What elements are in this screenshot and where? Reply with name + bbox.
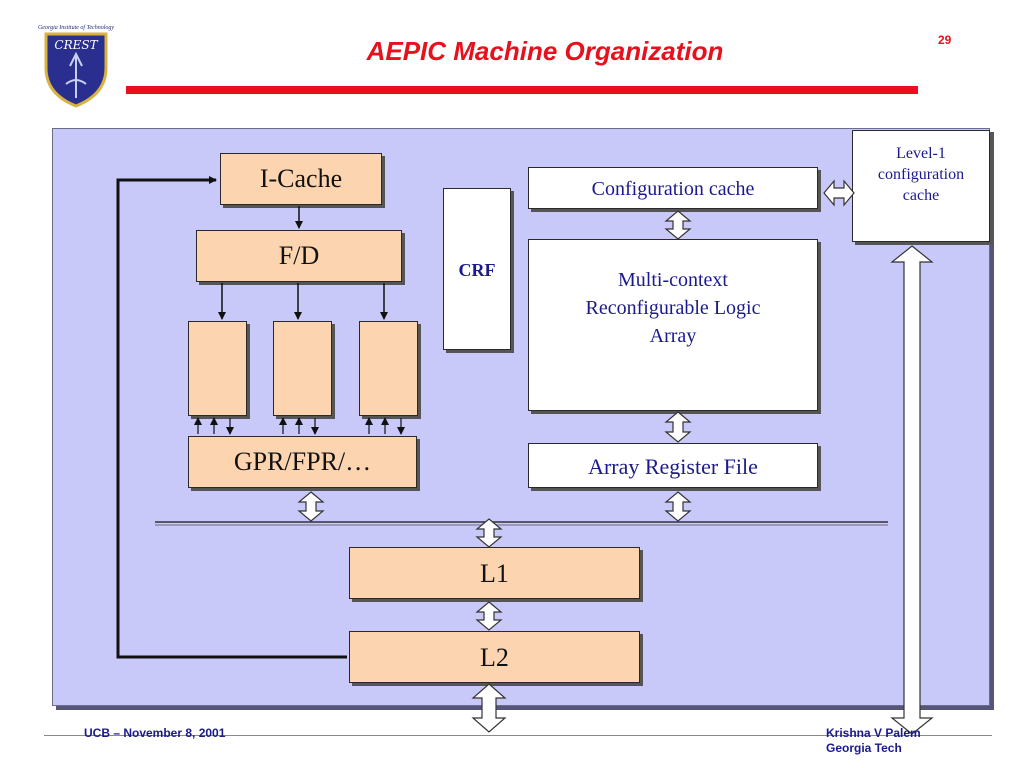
fu-register-arrows: [194, 417, 405, 435]
mcrla-line-1: Multi-context: [618, 269, 728, 291]
level1-line-1: Level-1: [896, 145, 946, 162]
logo-caption: Georgia Institute of Technology: [37, 25, 115, 31]
bus-to-l1-double-arrow: [475, 518, 503, 548]
level1-configuration-cache-block: Level-1 configuration cache: [852, 130, 990, 242]
crest-logo: CREST: [44, 32, 108, 108]
mcrla-line-3: Array: [649, 325, 697, 347]
crf-block: CRF: [443, 188, 511, 350]
logo-text: CREST: [54, 38, 98, 52]
footer-institution: Georgia Tech: [826, 741, 902, 755]
array-register-file-block: Array Register File: [528, 443, 818, 488]
configuration-cache-block: Configuration cache: [528, 167, 818, 209]
config-to-level1-double-arrow: [823, 179, 855, 207]
reconfigurable-logic-array-block: Multi-context Reconfigurable Logic Array: [528, 239, 818, 411]
array-to-arf-double-arrow: [664, 411, 692, 443]
l1-cache-block: L1: [349, 547, 640, 599]
arf-to-bus-double-arrow: [664, 491, 692, 522]
fetch-decode-block: F/D: [196, 230, 402, 282]
slide-title: AEPIC Machine Organization: [366, 36, 724, 66]
title-underline: [126, 86, 918, 94]
gpr-to-bus-double-arrow: [297, 491, 325, 522]
footer-author: Krishna V Palem: [826, 726, 921, 740]
functional-unit-2: [273, 321, 332, 416]
config-to-array-double-arrow: [664, 210, 692, 240]
page-number: 29: [938, 33, 952, 47]
functional-unit-1: [188, 321, 247, 416]
footer-date: UCB – November 8, 2001: [84, 726, 226, 740]
level1-line-3: cache: [902, 187, 940, 204]
feedback-arrow: [116, 176, 347, 659]
icache-block: I-Cache: [220, 153, 382, 205]
l2-cache-block: L2: [349, 631, 640, 683]
architecture-panel: [52, 128, 990, 706]
l1-to-l2-double-arrow: [475, 601, 503, 631]
register-file-block: GPR/FPR/…: [188, 436, 417, 488]
footer-divider: [44, 735, 992, 736]
functional-unit-3: [359, 321, 418, 416]
mcrla-line-2: Reconfigurable Logic: [585, 297, 761, 319]
level1-config-vertical-double-arrow: [890, 245, 934, 735]
level1-line-2: configuration: [877, 166, 965, 183]
l2-to-memory-double-arrow: [471, 683, 507, 733]
